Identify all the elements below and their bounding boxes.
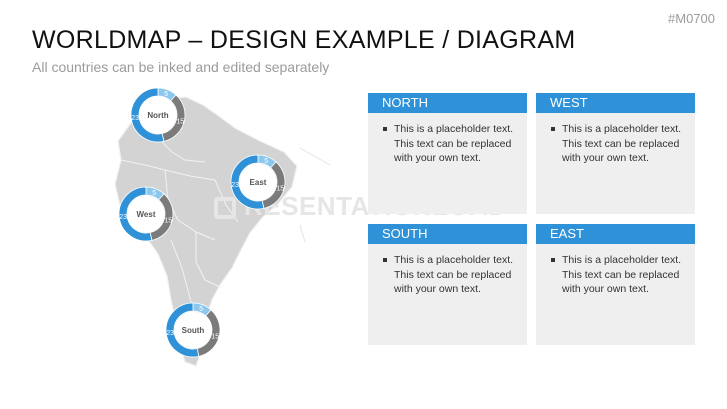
- donut-north-value-2: 15: [176, 118, 184, 125]
- donut-west: 5 15 23 West: [118, 186, 174, 242]
- donut-north-hole: [139, 96, 177, 134]
- donut-east-value-2: 15: [276, 185, 284, 192]
- donut-south-hole: [174, 311, 212, 349]
- card-east-text: This is a placeholder text. This text ca…: [551, 253, 685, 297]
- donut-east: 5 15 23 East: [230, 154, 286, 210]
- donut-north-value-1: 5: [164, 91, 168, 98]
- card-east: EAST This is a placeholder text. This te…: [536, 224, 695, 345]
- card-west: WEST This is a placeholder text. This te…: [536, 93, 695, 214]
- donut-north-value-3: 23: [131, 115, 139, 122]
- card-west-text: This is a placeholder text. This text ca…: [551, 122, 685, 166]
- slide-subtitle: All countries can be inked and edited se…: [32, 59, 330, 75]
- card-south: SOUTH This is a placeholder text. This t…: [368, 224, 527, 345]
- donut-east-hole: [239, 163, 277, 201]
- card-south-text: This is a placeholder text. This text ca…: [383, 253, 517, 297]
- donut-west-segment-3: [118, 186, 153, 242]
- donut-south-value-3: 23: [166, 330, 174, 337]
- donut-south-label: South: [182, 326, 205, 335]
- slide-code: #M0700: [668, 11, 715, 26]
- donut-west-label: West: [137, 210, 156, 219]
- watermark-icon: [214, 197, 236, 220]
- slide-title: WORLDMAP – DESIGN EXAMPLE / DIAGRAM: [32, 26, 576, 54]
- donut-west-value-1: 5: [152, 190, 156, 197]
- donut-south-value-1: 5: [199, 306, 203, 313]
- donut-east-value-3: 23: [231, 182, 239, 189]
- card-north: NORTH This is a placeholder text. This t…: [368, 93, 527, 214]
- card-north-title: NORTH: [368, 93, 527, 113]
- donut-east-label: East: [250, 178, 267, 187]
- donut-west-hole: [127, 195, 165, 233]
- card-east-title: EAST: [536, 224, 695, 244]
- donut-east-segment-3: [230, 154, 265, 210]
- donut-south-segment-3: [165, 302, 200, 358]
- donut-west-value-3: 23: [119, 214, 127, 221]
- donut-north: 5 15 23 North: [130, 87, 186, 143]
- donut-north-label: North: [147, 111, 168, 120]
- card-west-title: WEST: [536, 93, 695, 113]
- donut-west-value-2: 15: [164, 217, 172, 224]
- donut-south: 5 15 23 South: [165, 302, 221, 358]
- donut-south-value-2: 15: [211, 333, 219, 340]
- card-south-title: SOUTH: [368, 224, 527, 244]
- donut-north-segment-3: [130, 87, 165, 143]
- donut-east-value-1: 5: [264, 158, 268, 165]
- card-north-text: This is a placeholder text. This text ca…: [383, 122, 517, 166]
